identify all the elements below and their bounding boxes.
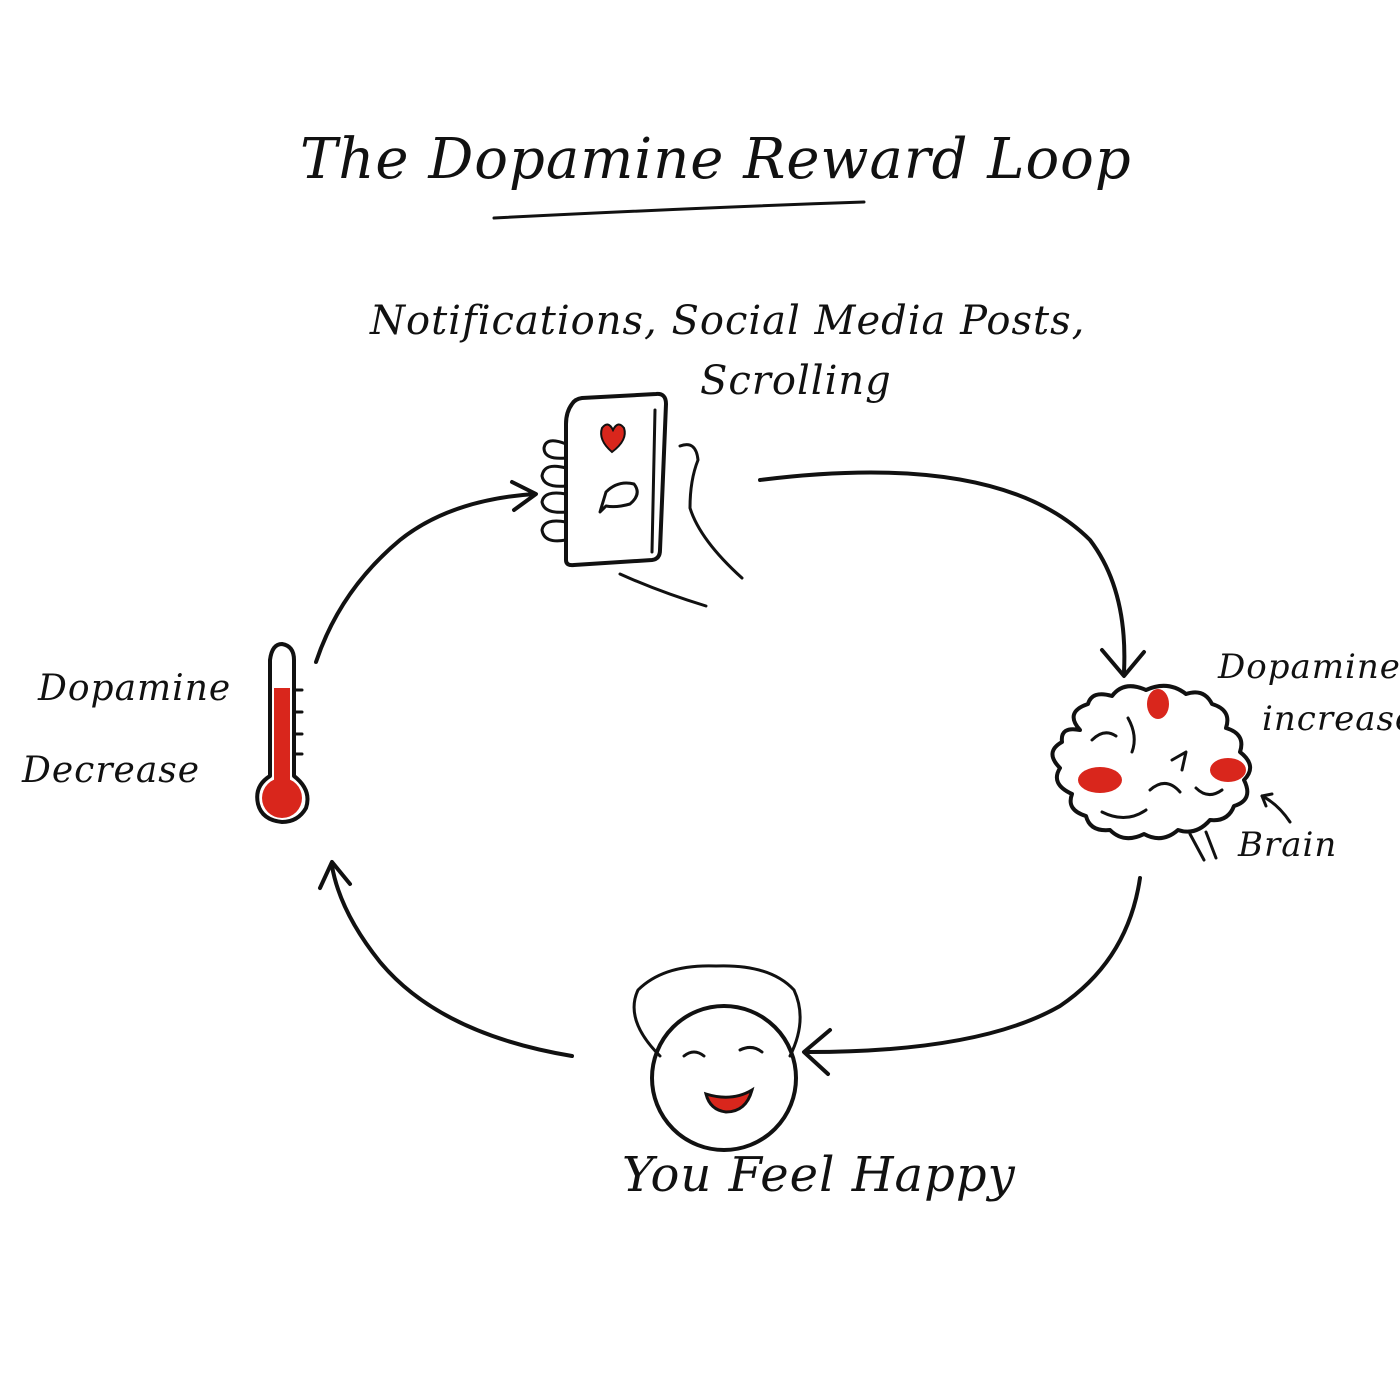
trigger-label-line1: Notifications, Social Media Posts, bbox=[370, 298, 1086, 344]
arrow-decrease-to-trigger bbox=[314, 480, 538, 664]
dopamine-decrease-label-line2: Decrease bbox=[22, 750, 201, 791]
smiling-mouth bbox=[703, 1086, 755, 1114]
arrow-brain-to-happy bbox=[802, 876, 1142, 1076]
brain-label: Brain bbox=[1238, 825, 1338, 865]
trigger-label-line2: Scrolling bbox=[700, 358, 892, 404]
thermometer-level bbox=[274, 688, 290, 788]
dopamine-blob bbox=[1210, 758, 1246, 782]
brain-icon bbox=[1050, 683, 1252, 862]
arrow-happy-to-decrease bbox=[318, 860, 574, 1058]
dopamine-blob bbox=[1147, 689, 1169, 719]
heart-icon bbox=[600, 423, 626, 454]
feel-happy-label: You Feel Happy bbox=[622, 1147, 1016, 1203]
dopamine-increase-label-line1: Dopamine bbox=[1218, 647, 1400, 687]
thermometer-bulb bbox=[262, 778, 302, 818]
title-underline bbox=[492, 200, 866, 220]
page-title: The Dopamine Reward Loop bbox=[300, 127, 1132, 192]
happy-face-icon bbox=[632, 964, 802, 1152]
thermometer-icon bbox=[255, 642, 310, 824]
arrow-trigger-to-brain bbox=[758, 470, 1146, 678]
phone-in-hand-icon bbox=[540, 391, 744, 608]
brain-pointer-arrow bbox=[1260, 792, 1292, 824]
dopamine-increase-label-line2: increase bbox=[1262, 699, 1400, 739]
dopamine-decrease-label-line1: Dopamine bbox=[38, 668, 232, 709]
dopamine-blob bbox=[1078, 767, 1122, 793]
